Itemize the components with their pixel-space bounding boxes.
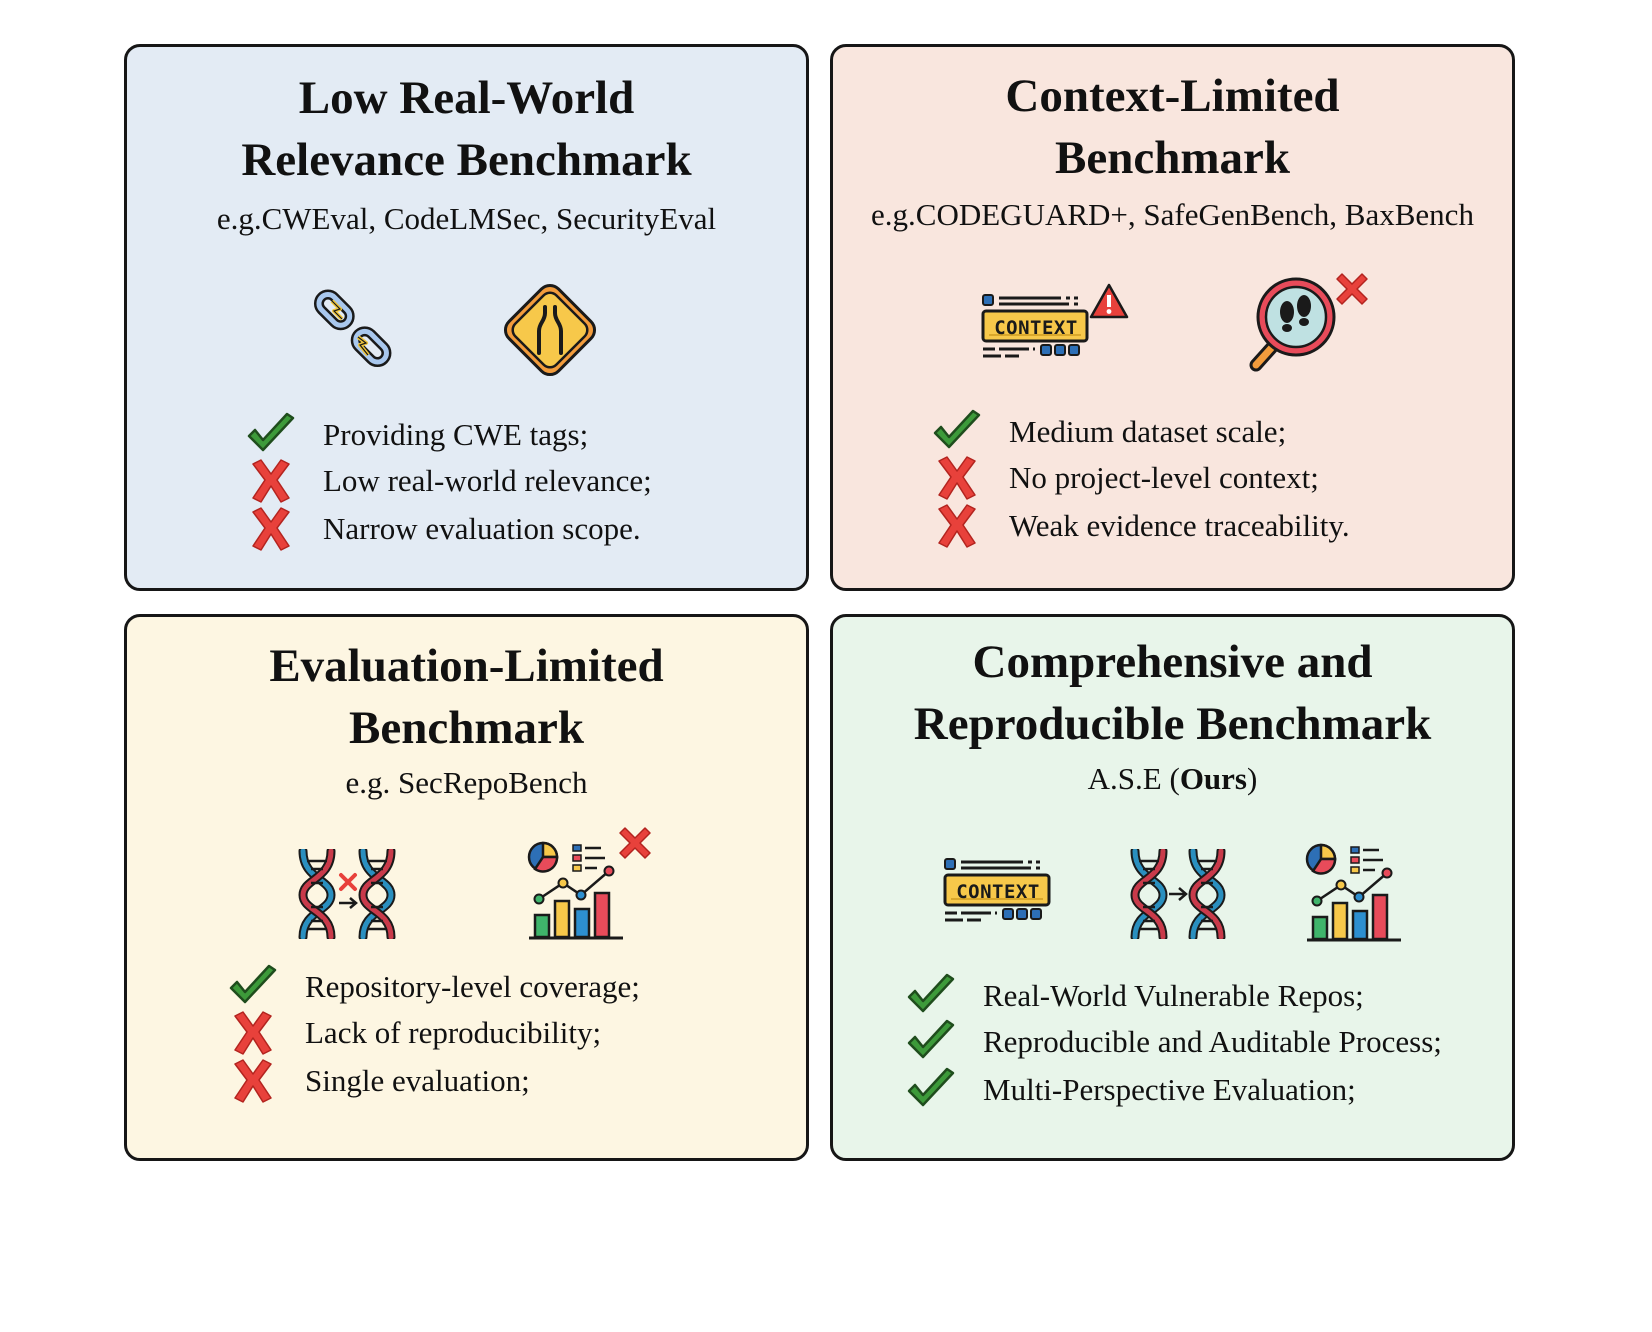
road-narrows-sign-icon <box>503 283 597 377</box>
dna-strand-icon <box>357 849 397 939</box>
panel-low-real-world-relevance: Low Real-World Relevance Benchmark e.g.C… <box>124 44 809 591</box>
panel-subtitle: e.g.CODEGUARD+, SafeGenBench, BaxBench <box>871 197 1474 232</box>
context-label: CONTEXT <box>956 881 1040 903</box>
check-icon <box>905 1019 957 1065</box>
cross-icon <box>245 506 297 552</box>
footprint-magnifier-cross-icon <box>1238 269 1378 379</box>
arrow-right-icon <box>1169 887 1188 901</box>
analytics-cross-icon <box>527 823 657 941</box>
panel-context-limited: Context-Limited Benchmark e.g.CODEGUARD+… <box>830 44 1515 591</box>
analytics-icon <box>1305 843 1405 943</box>
panel-title: Low Real-World Relevance Benchmark <box>241 72 692 186</box>
context-label: CONTEXT <box>994 317 1078 339</box>
context-warning-icon: CONTEXT <box>981 283 1131 367</box>
check-icon <box>245 412 297 458</box>
magnifier-icon <box>1249 277 1336 372</box>
check-icon <box>905 973 957 1019</box>
dna-strand-icon <box>1129 849 1169 939</box>
warning-icon <box>1089 283 1129 319</box>
cross-icon <box>245 458 297 504</box>
panel-title: Context-Limited Benchmark <box>1005 70 1340 184</box>
panel-subtitle: e.g. SecRepoBench <box>345 765 588 800</box>
dna-cross-icon <box>297 849 399 941</box>
check-icon <box>227 964 279 1010</box>
dna-arrow-icon <box>1129 849 1229 941</box>
cross-mark-icon <box>1332 269 1372 309</box>
dna-strand-icon <box>297 849 337 939</box>
cross-icon <box>931 455 983 501</box>
panel-evaluation-limited: Evaluation-Limited Benchmark e.g. SecRep… <box>124 614 809 1161</box>
analytics-chart-icon <box>527 841 627 941</box>
dna-strand-icon <box>1187 849 1227 939</box>
panel-title: Evaluation-Limited Benchmark <box>269 640 664 754</box>
check-icon <box>931 409 983 455</box>
cross-icon <box>227 1010 279 1056</box>
panel-title: Comprehensive and Reproducible Benchmark <box>913 636 1432 750</box>
cross-icon <box>227 1058 279 1104</box>
context-icon: CONTEXT <box>943 851 1053 931</box>
ours-label: Ours <box>1179 761 1247 796</box>
panel-subtitle: e.g.CWEval, CodeLMSec, SecurityEval <box>216 201 717 236</box>
panel-comprehensive-reproducible: Comprehensive and Reproducible Benchmark… <box>830 614 1515 1161</box>
check-icon <box>905 1067 957 1113</box>
cross-mark-icon <box>615 823 655 863</box>
broken-link-icon <box>313 289 392 368</box>
cross-icon <box>931 503 983 549</box>
panel-subtitle: A.S.E (Ours) <box>1087 761 1258 796</box>
arrow-cross-icon <box>339 873 358 909</box>
